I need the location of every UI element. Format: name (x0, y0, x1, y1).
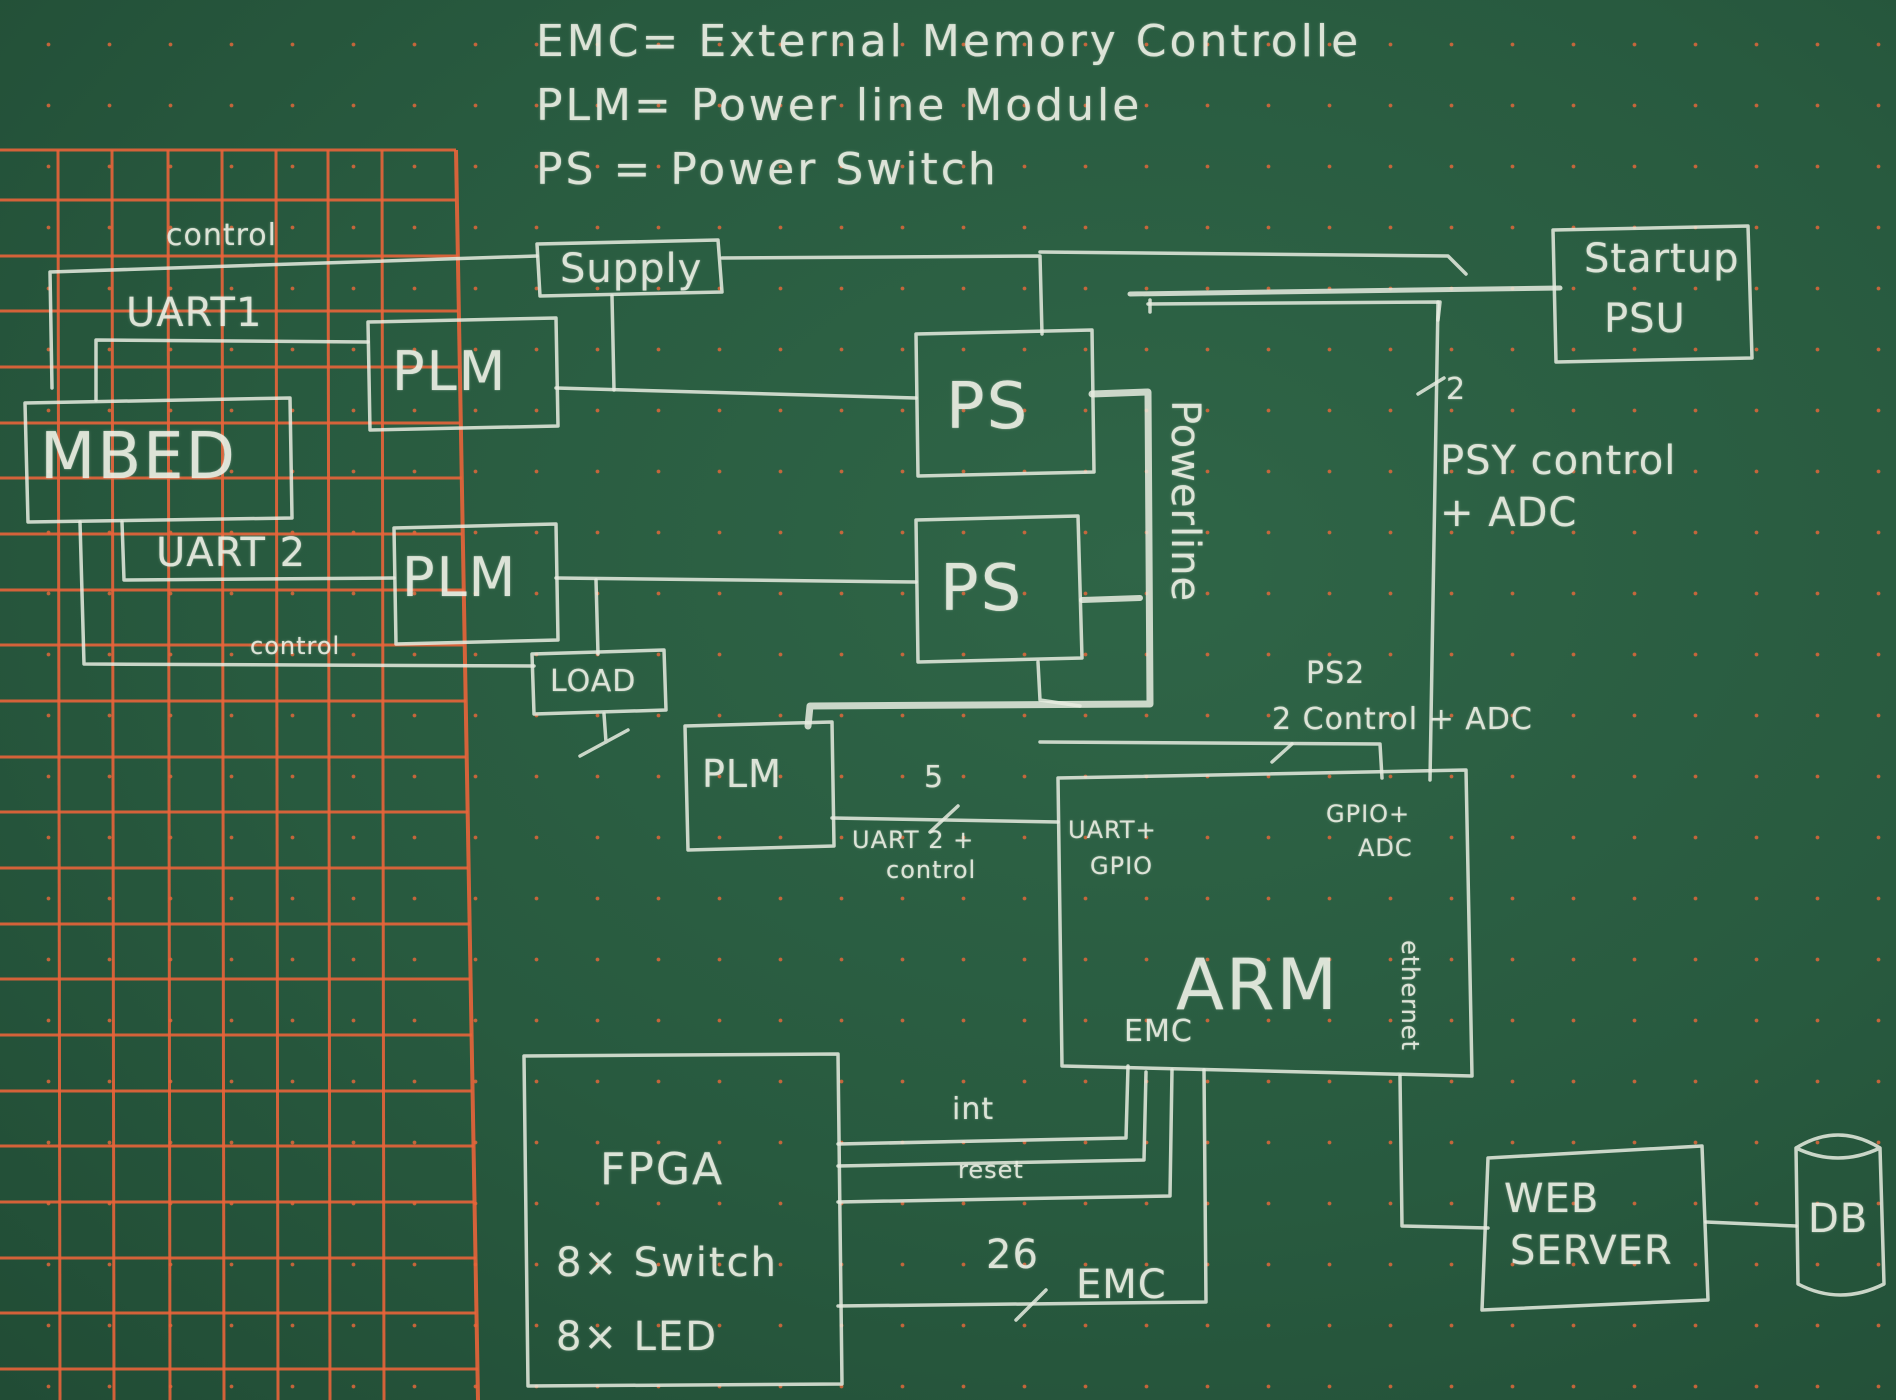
ps1-label: PS (946, 370, 1029, 444)
arm-uart-gpio-label-line1: UART+ (1068, 816, 1157, 844)
reset-label: reset (958, 1156, 1024, 1184)
arm-uart-gpio-label-line2: GPIO (1090, 852, 1153, 880)
fpga-label: FPGA (600, 1144, 724, 1195)
mbed-label: MBED (40, 420, 237, 494)
legend-ps: PS = Power Switch (536, 144, 999, 195)
emc-bus-label: EMC (1076, 1262, 1167, 1308)
bus-count-top-label: 2 (1446, 372, 1466, 407)
arm-ethernet-label: ethernet (1396, 940, 1424, 1051)
int-label: int (952, 1092, 994, 1127)
arm-gpio-adc-label-line1: GPIO+ (1326, 800, 1410, 828)
bus-count-five-label: 5 (924, 760, 944, 795)
web-server-label-line2: SERVER (1510, 1228, 1673, 1274)
arm-gpio-adc-label-line2: ADC (1358, 834, 1413, 862)
web-server-label-line1: WEB (1504, 1176, 1599, 1222)
uart2-label: UART 2 (156, 530, 306, 576)
uart2-control-label-line1: UART 2 + (852, 826, 974, 854)
uart2-control-label-line2: control (886, 856, 976, 884)
startup-psu-label-line2: PSU (1604, 296, 1686, 342)
ps2-control-label-line2: 2 Control + ADC (1272, 702, 1533, 737)
powerline-label: Powerline (1162, 400, 1208, 602)
plm1-label: PLM (392, 340, 507, 403)
legend-emc: EMC= External Memory Controlle (536, 16, 1361, 67)
db-label: DB (1808, 1196, 1868, 1242)
control-bottom-label: control (250, 632, 340, 660)
control-top-label: control (166, 218, 277, 253)
fpga-led-label: 8× LED (556, 1314, 718, 1360)
uart1-label: UART1 (126, 290, 262, 336)
ps2-control-label-line1: PS2 (1306, 656, 1365, 691)
legend-plm: PLM= Power line Module (536, 80, 1142, 131)
supply-label: Supply (560, 246, 702, 292)
startup-psu-label-line1: Startup (1584, 236, 1739, 282)
psu-control-label-line2: + ADC (1440, 490, 1577, 536)
bus-count-26-label: 26 (986, 1232, 1039, 1278)
plm2-label: PLM (402, 546, 517, 609)
arm-label: ARM (1176, 944, 1339, 1026)
load-label: LOAD (550, 664, 636, 699)
arm-emc-label: EMC (1124, 1014, 1193, 1049)
ps2-label: PS (940, 552, 1023, 626)
psu-control-label-line1: PSY control (1440, 438, 1676, 484)
plm3-label: PLM (702, 752, 782, 796)
fpga-switch-label: 8× Switch (556, 1240, 778, 1286)
